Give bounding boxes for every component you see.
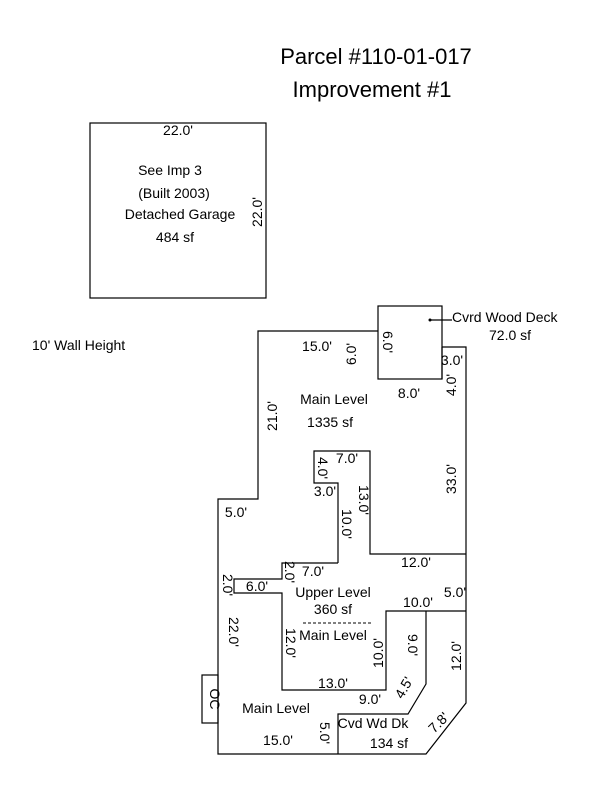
deck-bottom-area: 134 sf (370, 735, 408, 751)
garage-right-dim: 22.0' (249, 197, 265, 227)
dim-label: 6.0' (343, 343, 359, 365)
dim-label: 2.0' (220, 574, 236, 596)
dim-label: 3.0' (441, 352, 463, 368)
dim-label: 3.0' (314, 483, 336, 499)
dim-label: 4.5' (391, 674, 416, 701)
dim-label: 10.0' (339, 509, 355, 539)
title-parcel: Parcel #110-01-017 (280, 44, 472, 69)
upper-label: Upper Level (295, 584, 371, 600)
dim-label: 22.0' (226, 617, 242, 647)
dim-label: 13.0' (356, 485, 372, 515)
title-improvement: Improvement #1 (293, 77, 452, 102)
garage-outline (89, 122, 267, 299)
lower-main-label: Main Level (242, 700, 310, 716)
inner-notch (313, 450, 466, 563)
garage-note: See Imp 3 (138, 162, 202, 178)
dim-label: 21.0' (264, 401, 280, 431)
dim-label: 4.0' (443, 374, 459, 396)
garage-built: (Built 2003) (138, 185, 210, 201)
deck-top-label: Cvrd Wood Deck (452, 309, 559, 325)
dim-label: 12.0' (401, 554, 431, 570)
arrow-head-icon (428, 318, 432, 322)
dim-label: 12.0' (283, 628, 299, 658)
main-label: Main Level (300, 391, 368, 407)
dim-label: 12.0' (448, 641, 464, 671)
dim-label: 13.0' (318, 675, 348, 691)
garage-name: Detached Garage (125, 206, 236, 222)
deck-top-outline (377, 305, 443, 380)
dim-label: 7.0' (336, 450, 358, 466)
dim-label: 6.0' (246, 578, 268, 594)
deck-top-area: 72.0 sf (489, 327, 531, 343)
main-area: 1335 sf (307, 414, 353, 430)
dim-label: 15.0' (302, 338, 332, 354)
dim-label: 5.0' (317, 722, 333, 744)
deck-bottom-label: Cvd Wd Dk (338, 715, 410, 731)
dim-label: 5.0' (444, 584, 466, 600)
dim-label: 15.0' (263, 732, 293, 748)
dim-label: 7.0' (302, 563, 324, 579)
main-outline (217, 330, 467, 755)
garage-area: 484 sf (156, 229, 194, 245)
dim-label: 2.0' (282, 561, 298, 583)
dim-label: 5.0' (225, 504, 247, 520)
oc-label: OC (207, 689, 223, 710)
dim-label: 9.0' (359, 691, 381, 707)
upper-level-outline (233, 562, 466, 691)
dim-label: 10.0' (370, 638, 386, 668)
dim-label: 9.0' (405, 634, 421, 656)
dim-label: 33.0' (443, 464, 459, 494)
deck-bottom-outline (337, 611, 427, 754)
upper-area: 360 sf (314, 601, 352, 617)
oc-box (201, 674, 219, 724)
deck-top-dim-left: 6.0' (380, 331, 396, 353)
dim-label: 4.0' (315, 457, 331, 479)
dim-label: 7.8' (425, 709, 452, 736)
deck-top-dim-bottom: 8.0' (398, 385, 420, 401)
dim-label: 10.0' (403, 594, 433, 610)
wall-height: 10' Wall Height (32, 337, 125, 353)
upper-sub-label: Main Level (299, 627, 367, 643)
garage-top-dim: 22.0' (163, 122, 193, 138)
